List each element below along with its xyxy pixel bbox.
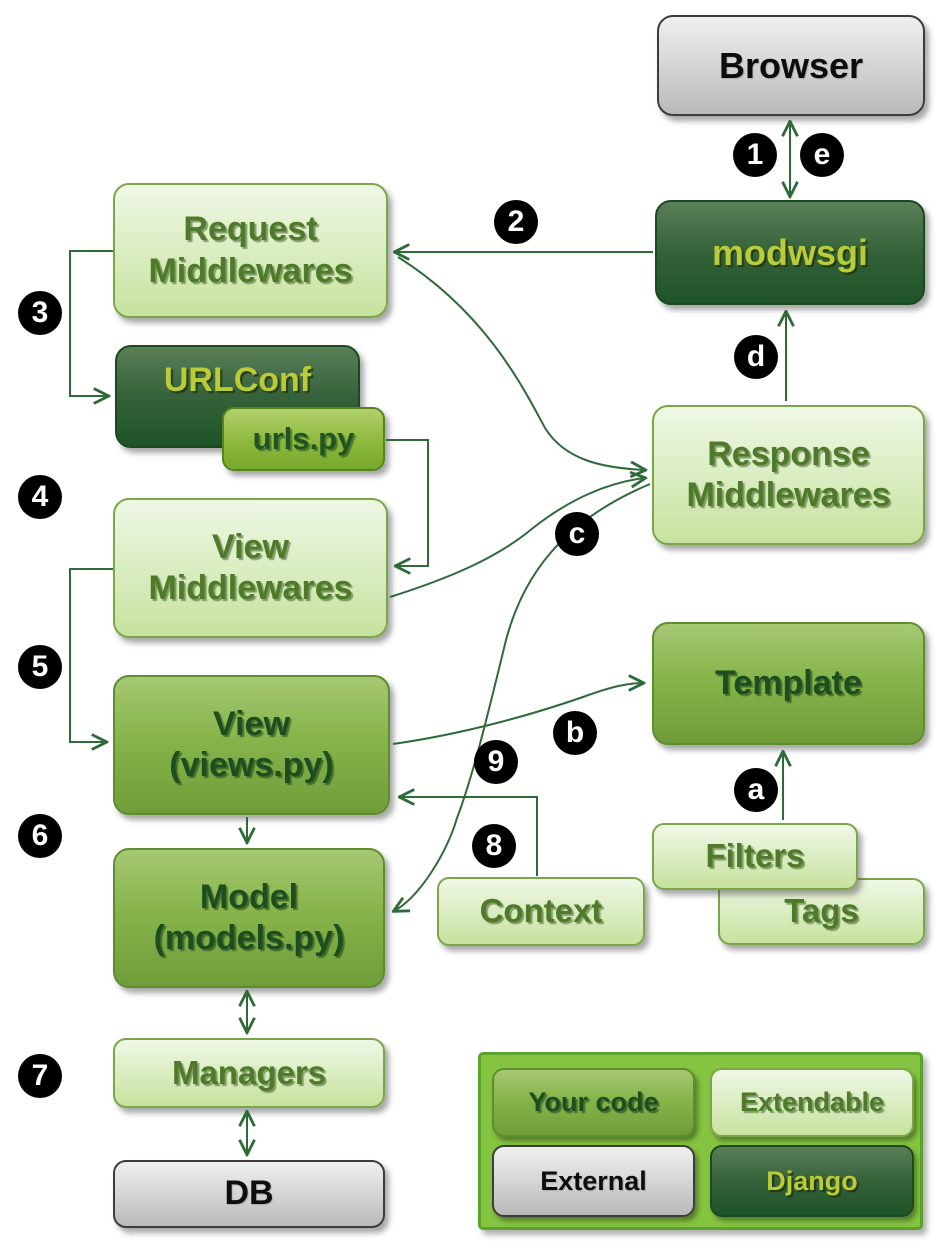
- node-view-middlewares-label: View Middlewares: [148, 527, 353, 607]
- legend-django-label: Django: [766, 1165, 858, 1196]
- node-view: View (views.py): [113, 675, 390, 815]
- node-db-label: DB: [224, 1174, 274, 1213]
- arrow-context-view: [400, 797, 538, 876]
- arrow-requestmw-urlconf: [69, 250, 113, 396]
- node-request-middlewares: Request Middlewares: [113, 183, 388, 318]
- badge-step-4: 4: [18, 475, 62, 519]
- node-browser: Browser: [657, 15, 925, 116]
- legend-item-external: External: [492, 1145, 695, 1217]
- badge-step-d: d: [734, 335, 778, 379]
- legend-item-django: Django: [710, 1145, 914, 1217]
- badge-step-5: 5: [18, 645, 62, 689]
- node-template: Template: [652, 622, 925, 745]
- node-browser-label: Browser: [718, 44, 864, 86]
- legend-external-label: External: [540, 1165, 647, 1196]
- legend-extendable-label: Extendable: [739, 1087, 885, 1118]
- node-model: Model (models.py): [113, 848, 385, 988]
- legend: Your code Extendable External Django: [478, 1052, 923, 1230]
- node-view-label: View (views.py): [169, 704, 334, 784]
- badge-step-3: 3: [18, 291, 62, 335]
- badge-step-e: e: [800, 133, 844, 177]
- node-managers: Managers: [113, 1038, 385, 1108]
- node-filters-label: Filters: [705, 837, 805, 875]
- node-managers-label: Managers: [171, 1053, 327, 1091]
- node-context: Context: [437, 877, 645, 946]
- badge-step-6: 6: [18, 814, 62, 858]
- node-context-label: Context: [479, 892, 603, 930]
- node-tags-label: Tags: [784, 892, 859, 930]
- node-response-middlewares: Response Middlewares: [652, 405, 925, 545]
- node-request-middlewares-label: Request Middlewares: [148, 210, 353, 290]
- badge-step-b: b: [553, 711, 597, 755]
- legend-item-extendable: Extendable: [710, 1068, 914, 1137]
- badge-step-8: 8: [472, 824, 516, 868]
- legend-your-code-label: Your code: [528, 1087, 659, 1118]
- badge-step-a: a: [734, 768, 778, 812]
- node-db: DB: [113, 1160, 385, 1228]
- node-urlconf-label: URLConf: [163, 360, 312, 399]
- arrow-viewmw-view: [69, 568, 113, 742]
- badge-step-2: 2: [494, 200, 538, 244]
- badge-step-7: 7: [18, 1054, 62, 1098]
- node-filters: Filters: [652, 823, 858, 890]
- node-modwsgi-label: modwsgi: [711, 231, 868, 273]
- badge-step-9: 9: [474, 740, 518, 784]
- legend-item-your-code: Your code: [492, 1068, 695, 1137]
- node-response-middlewares-label: Response Middlewares: [686, 434, 891, 514]
- badge-step-c: c: [555, 512, 599, 556]
- badge-step-1: 1: [733, 133, 777, 177]
- node-model-label: Model (models.py): [153, 877, 345, 957]
- node-urls-py: urls.py: [222, 407, 385, 471]
- node-template-label: Template: [715, 663, 862, 702]
- node-modwsgi: modwsgi: [655, 200, 925, 305]
- node-urls-py-label: urls.py: [252, 421, 355, 457]
- curve-requestmw-responsemw: [397, 256, 645, 470]
- arrow-urlspy-viewmw: [386, 439, 429, 566]
- node-view-middlewares: View Middlewares: [113, 498, 388, 638]
- curve-responsemw-model: [394, 483, 651, 911]
- curve-view-template: [392, 683, 643, 745]
- curve-viewmw-responsemw: [389, 478, 645, 598]
